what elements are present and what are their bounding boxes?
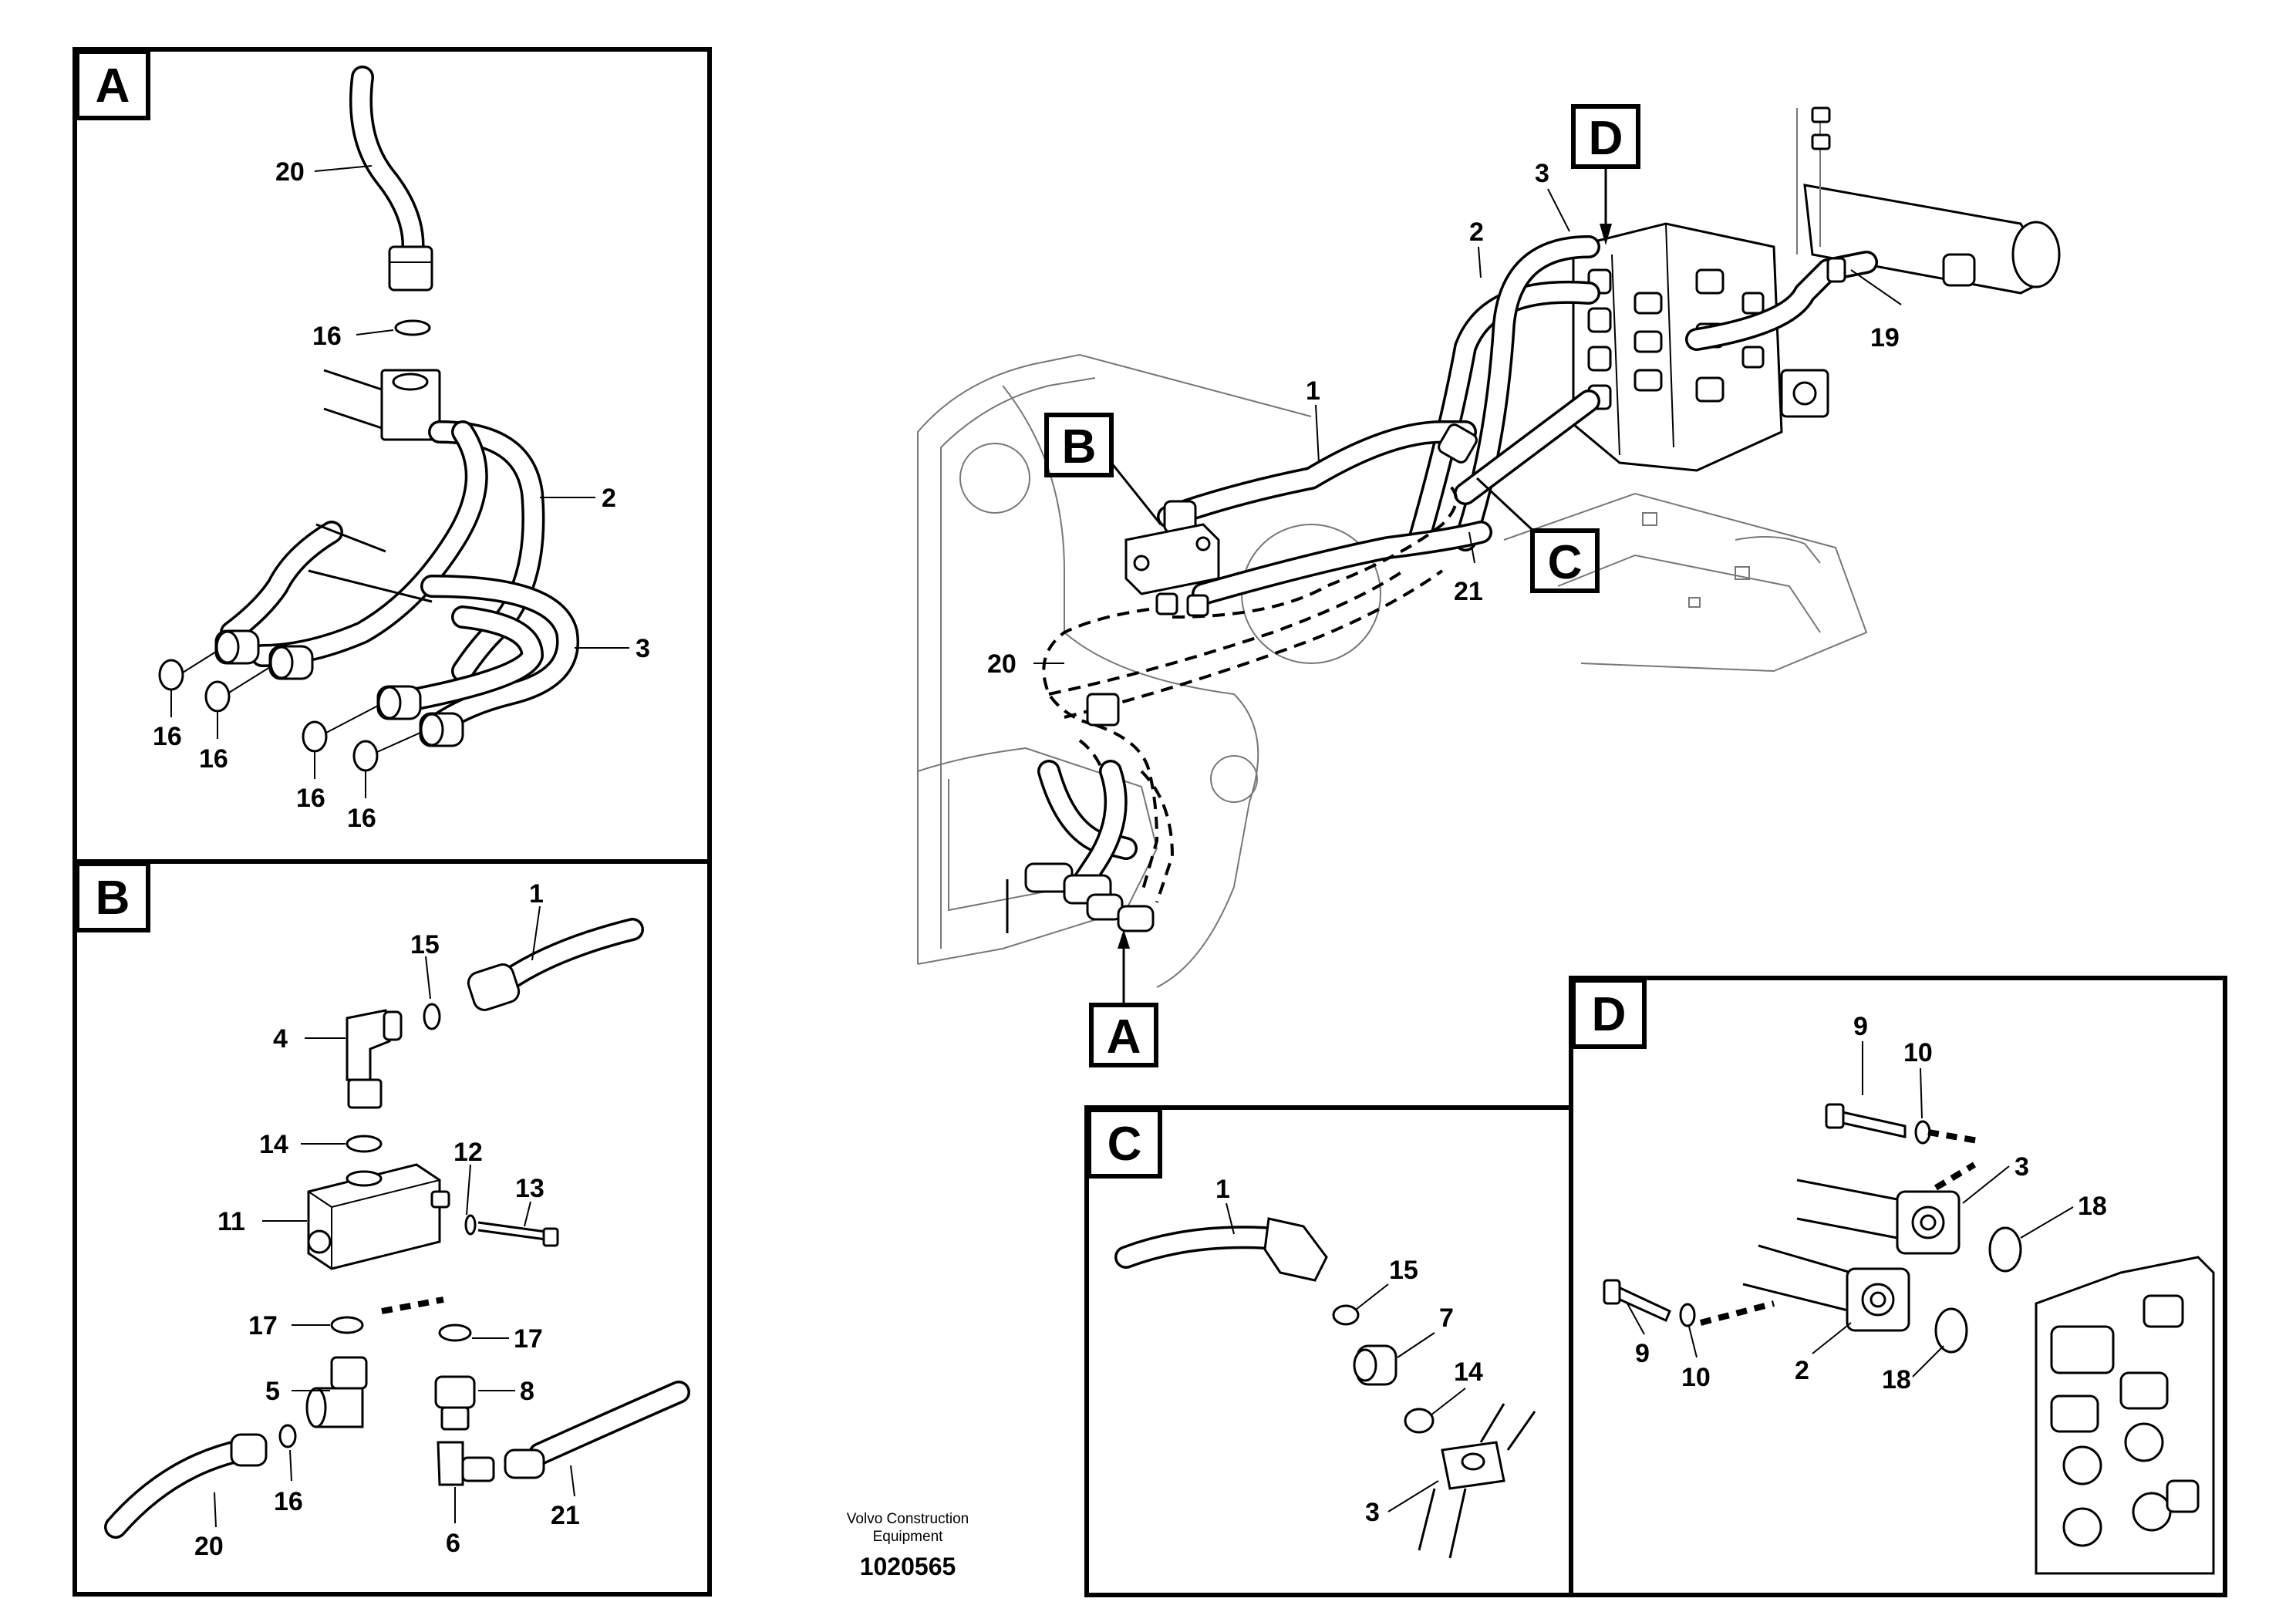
- panel-a: A: [72, 47, 712, 864]
- panel-b-tag-box: [75, 862, 150, 932]
- callout-a-16-1: 16: [153, 722, 182, 751]
- panel-d-tag-box: [1571, 978, 1647, 1049]
- panel-c-label: C: [1108, 1118, 1142, 1171]
- callout-b-17-left: 17: [248, 1311, 278, 1340]
- panel-a-label: A: [96, 59, 130, 113]
- panel-b: B: [72, 859, 712, 1597]
- callout-d-2: 2: [1795, 1356, 1809, 1385]
- callout-b-15: 15: [410, 930, 440, 959]
- panel-d: D 9: [1569, 976, 2227, 1597]
- control-valve-block: [1572, 222, 1829, 472]
- callout-d-9-bottom: 9: [1635, 1339, 1650, 1368]
- callout-b-17-right: 17: [514, 1324, 543, 1354]
- callout-b-16: 16: [274, 1487, 303, 1516]
- callout-b-14: 14: [259, 1130, 288, 1159]
- callout-main-3: 3: [1535, 159, 1549, 188]
- callout-c-14: 14: [1454, 1357, 1483, 1387]
- footer-company-line1: Volvo Construction: [847, 1511, 969, 1527]
- main-tag-c-box: [1530, 528, 1600, 593]
- callout-c-15: 15: [1389, 1256, 1418, 1285]
- panel-a-fittings: [214, 629, 464, 747]
- panel-d-label: D: [1592, 988, 1627, 1041]
- callout-c-3: 3: [1365, 1498, 1380, 1527]
- callout-b-11: 11: [217, 1207, 245, 1236]
- callout-d-18-bottom: 18: [1882, 1365, 1911, 1394]
- callout-a-16-4: 16: [347, 804, 376, 833]
- callout-a-16-3: 16: [296, 784, 325, 813]
- main-tag-b: B: [1062, 420, 1097, 474]
- footer-drawing-number: 1020565: [860, 1553, 956, 1580]
- main-tag-d: D: [1589, 112, 1623, 165]
- callout-main-2: 2: [1469, 218, 1484, 247]
- callout-b-5: 5: [265, 1377, 280, 1406]
- callout-d-9-top: 9: [1853, 1012, 1868, 1041]
- callout-b-13: 13: [515, 1174, 544, 1203]
- callout-a-16-top: 16: [312, 322, 342, 351]
- callout-b-1: 1: [529, 879, 544, 909]
- callout-a-20: 20: [275, 157, 305, 187]
- main-tag-c: C: [1548, 536, 1583, 589]
- panel-c-tag-box: [1087, 1108, 1162, 1179]
- panel-b-frame: [72, 859, 712, 1597]
- main-tag-a: A: [1107, 1010, 1141, 1064]
- callout-a-2: 2: [602, 484, 616, 513]
- callout-c-1: 1: [1215, 1175, 1230, 1204]
- callout-b-21: 21: [551, 1501, 580, 1530]
- callout-main-19: 19: [1870, 323, 1900, 352]
- callout-b-8: 8: [520, 1377, 534, 1406]
- main-assembly-view: D B C A 3 2 1 19 21 20: [917, 104, 2061, 1067]
- callout-main-1: 1: [1306, 376, 1320, 406]
- panel-c: C 1 15 7 14 3: [1084, 1105, 1573, 1597]
- callout-c-7: 7: [1439, 1303, 1454, 1333]
- callout-d-10-bottom: 10: [1681, 1363, 1711, 1392]
- footer: Volvo Construction Equipment 1020565: [847, 1511, 969, 1580]
- callout-d-18-top: 18: [2078, 1192, 2107, 1221]
- footer-company-line2: Equipment: [873, 1529, 944, 1545]
- callout-b-4: 4: [273, 1024, 288, 1054]
- panel-a-tag-box: [75, 49, 150, 120]
- panel-d-frame: [1569, 976, 2227, 1597]
- callout-d-3: 3: [2014, 1152, 2029, 1182]
- main-tag-b-box: [1044, 413, 1114, 477]
- callout-main-21: 21: [1454, 577, 1483, 606]
- callout-a-16-2: 16: [199, 744, 228, 774]
- callout-a-3: 3: [636, 634, 650, 663]
- panel-b-label: B: [96, 872, 130, 925]
- callout-b-12: 12: [453, 1138, 483, 1167]
- callout-b-6: 6: [446, 1529, 460, 1558]
- callout-main-20: 20: [987, 649, 1017, 679]
- callout-b-20: 20: [194, 1532, 224, 1561]
- panel-c-frame: [1084, 1105, 1573, 1597]
- callout-d-10-top: 10: [1903, 1038, 1933, 1067]
